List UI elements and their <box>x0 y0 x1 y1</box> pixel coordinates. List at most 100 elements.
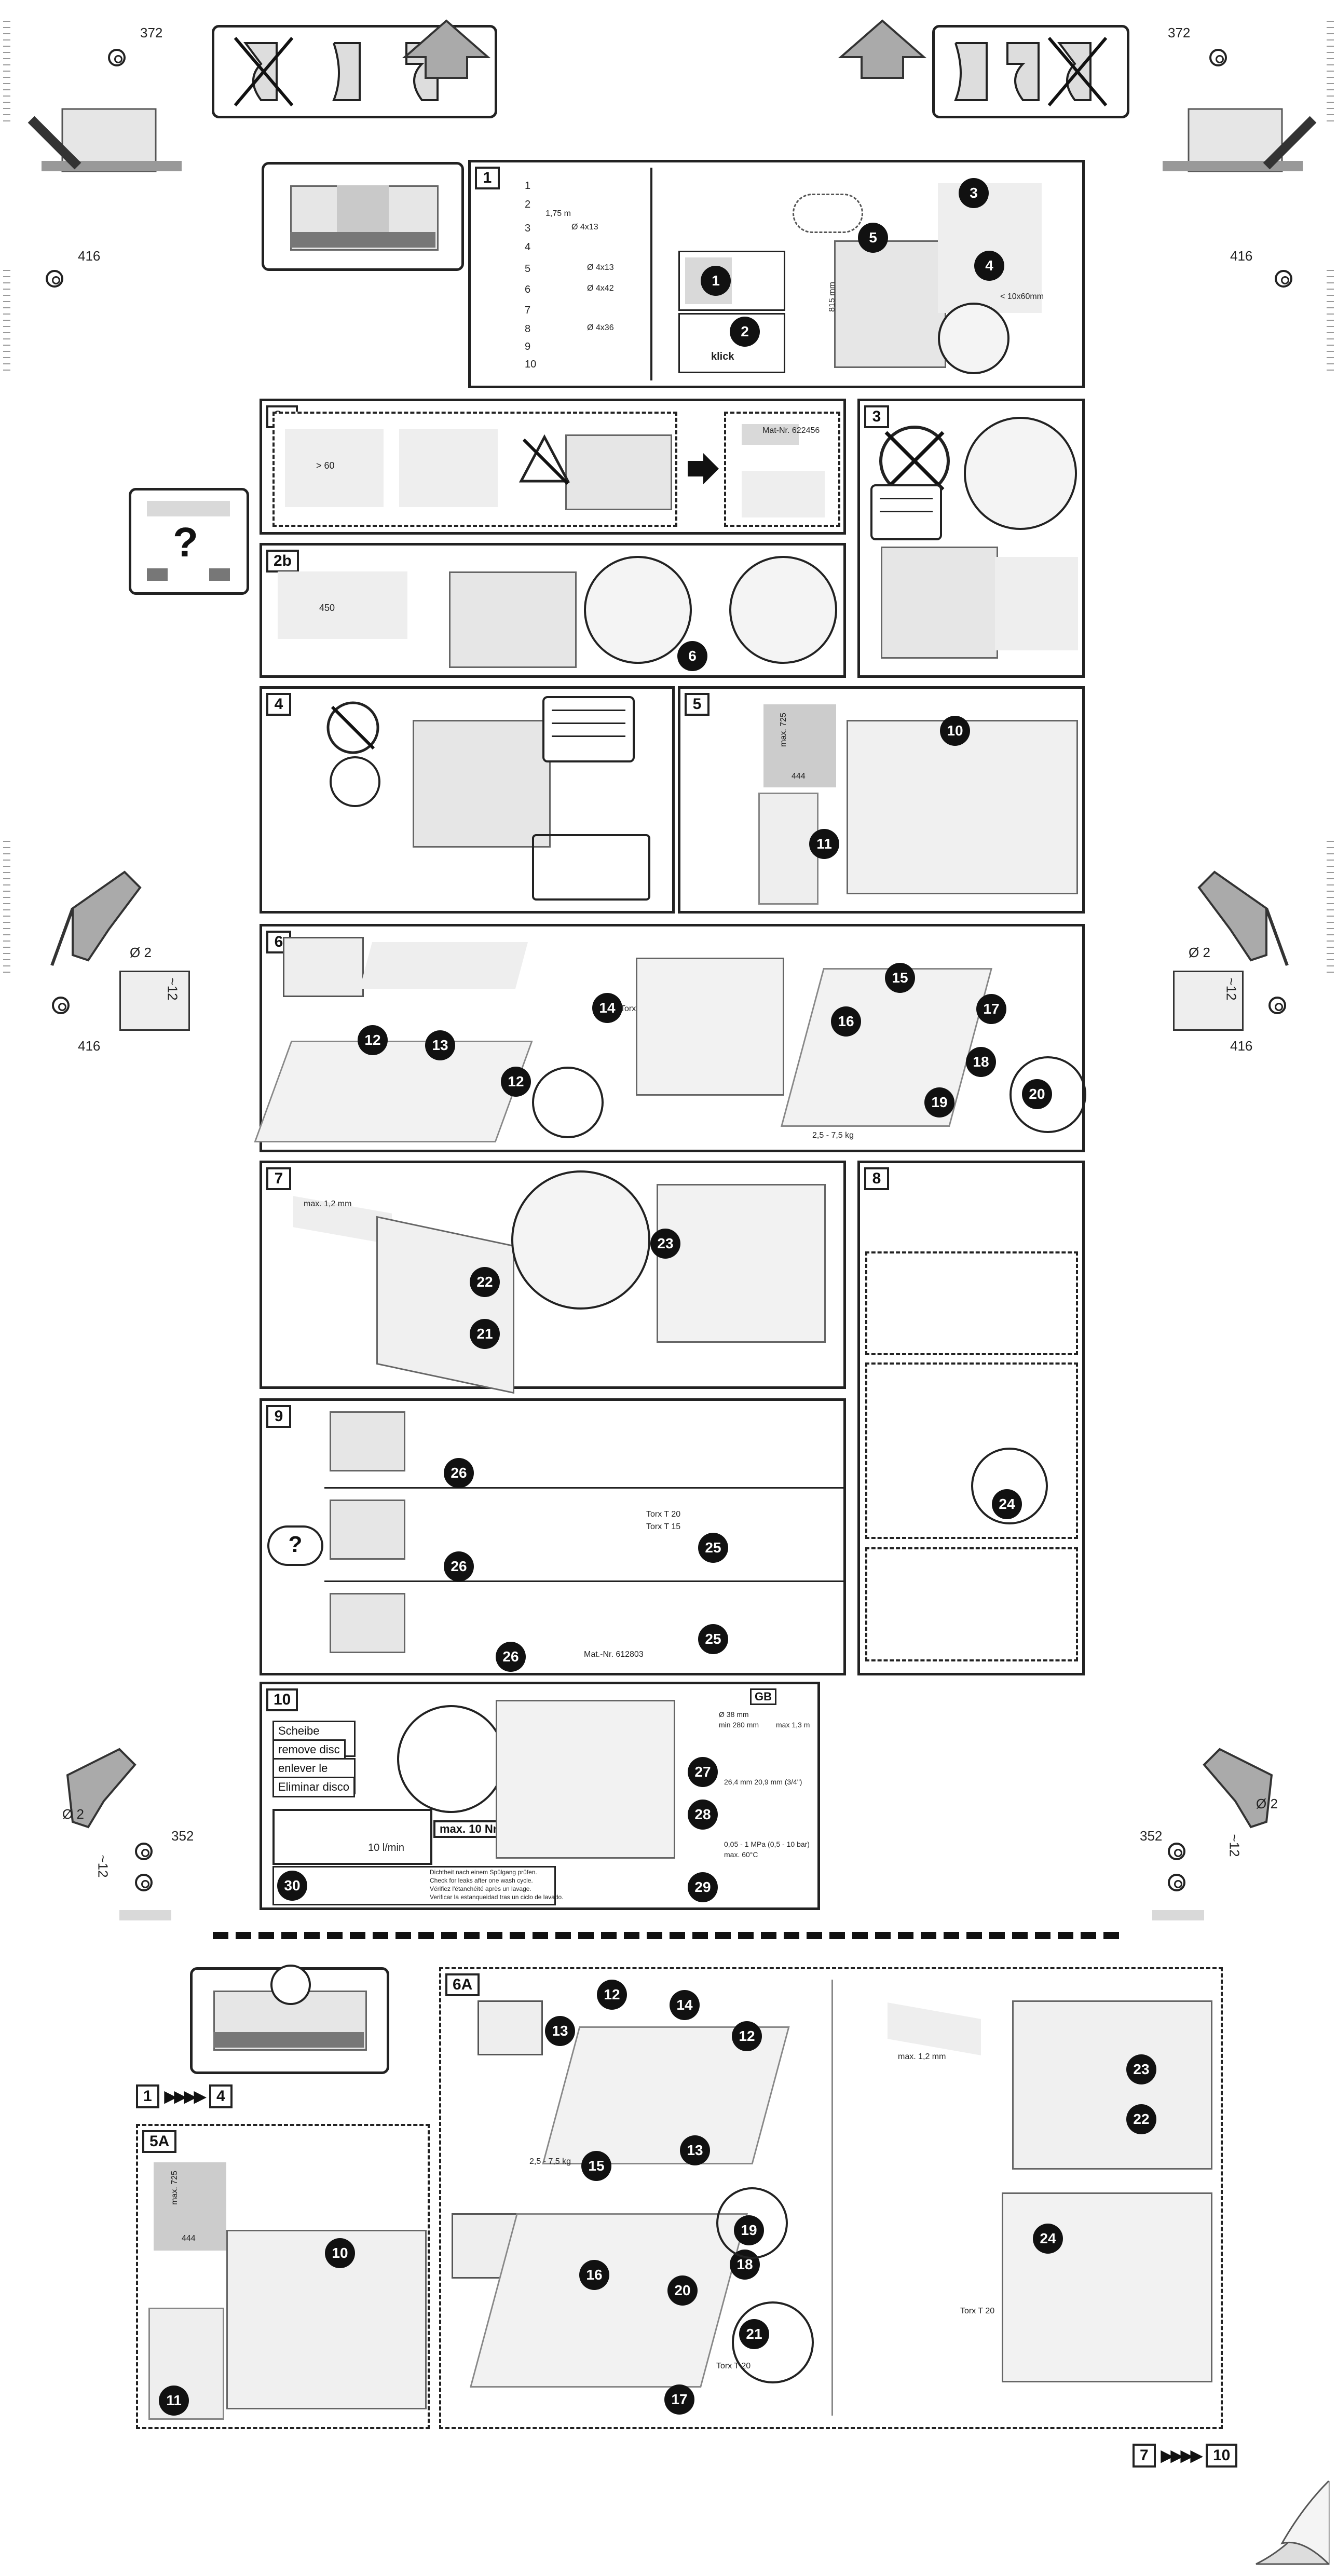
callout-11: 11 <box>809 829 839 859</box>
pencil-marking-cabinet-icon <box>28 108 182 172</box>
callout-21: 21 <box>470 1319 500 1349</box>
callout-18: 18 <box>966 1047 996 1077</box>
callout-30: 30 <box>277 1871 307 1901</box>
cabinet-overview-box <box>262 162 464 271</box>
callout-24: 24 <box>1033 2224 1063 2254</box>
step-1-panel: 1 1 2 1,75 m 3 Ø 4x13 4 5 Ø 4x13 6 Ø 4x4… <box>468 160 1085 388</box>
step-6-panel: 6 12 13 12 14 Torx T 20 15 16 17 18 19 2… <box>254 924 1086 1152</box>
detail-circle <box>330 756 380 807</box>
detail-circle <box>971 1448 1048 1524</box>
callout-13: 13 <box>425 1030 455 1060</box>
drill-dia-bottom-left: Ø 2 <box>62 1806 84 1822</box>
callout-16: 16 <box>831 1006 861 1037</box>
step-2b-panel: 2b 450 6 <box>260 543 846 678</box>
step-6a-panel: 6A 12 13 14 12 15 13 2,5 - 7,5 kg 16 17 … <box>439 1967 1223 2429</box>
check-leaks-en: Check for leaks after one wash cycle. <box>430 1877 533 1884</box>
hose-length: 1,75 m <box>545 209 571 218</box>
divider <box>831 1980 833 2416</box>
callout-6: 6 <box>677 641 707 671</box>
seq-to: 10 <box>1205 2444 1238 2468</box>
weight-label: 2,5 - 7,5 kg <box>529 2157 571 2166</box>
detail-circle: 19 <box>716 2187 788 2259</box>
dim-372-right: 372 <box>1168 25 1191 40</box>
height-dim: 815 mm <box>827 282 837 312</box>
right-ruler <box>1327 841 1334 976</box>
callout-13b: 13 <box>680 2135 710 2165</box>
dim-450: 450 <box>319 603 335 613</box>
sequence-1-to-4: 1 ▶▶▶▶ 4 <box>136 2084 233 2108</box>
step-4-panel: 4 <box>260 686 675 914</box>
callout-14: 14 <box>670 1990 700 2020</box>
seq-arrows-icon: ▶▶▶▶ <box>164 2088 206 2105</box>
torx-a: Torx T 20 <box>646 1510 681 1519</box>
drill-depth-diagram <box>119 971 190 1031</box>
detail-circle <box>729 556 837 664</box>
countertop-profiles-icon <box>954 37 1108 106</box>
hole-marker-icon <box>1209 49 1227 66</box>
screw-c: Ø 4x42 <box>587 284 614 293</box>
question-mark: ? <box>173 519 198 565</box>
check-leaks-fr: Vérifiez l'étanchéité après un lavage. <box>430 1885 531 1892</box>
bracket-icon <box>1152 1827 1204 1920</box>
step-number: 3 <box>864 405 889 428</box>
step-number: 6A <box>445 1973 480 1996</box>
screw-d: Ø 4x36 <box>587 323 614 332</box>
step-number: 2b <box>266 550 299 573</box>
max-dim: max. 725 <box>779 713 788 747</box>
callout-17: 17 <box>664 2384 694 2415</box>
drill-icon <box>1197 870 1289 966</box>
step-number: 8 <box>864 1167 889 1190</box>
callout-23: 23 <box>1126 2054 1156 2084</box>
dim-416-top-right: 416 <box>1230 248 1253 264</box>
remove-disc-es: Eliminar disco <box>272 1777 355 1797</box>
drill-dia-right: Ø 2 <box>1189 945 1210 960</box>
divider <box>324 1580 843 1582</box>
detail-circle: 21 <box>732 2301 814 2383</box>
cabinet-wall <box>938 183 1042 313</box>
drill-depth-bottom-left: ~12 <box>95 1855 111 1878</box>
drill-dia-left: Ø 2 <box>130 945 152 960</box>
detail-circle <box>532 1067 604 1138</box>
left-ruler <box>3 841 10 976</box>
right-ruler <box>1327 21 1334 125</box>
step-8-panel: 8 24 <box>857 1161 1085 1675</box>
temp: max. 60°C <box>724 1850 758 1859</box>
right-ruler <box>1327 270 1334 374</box>
step-8-detail-2: 24 <box>865 1362 1078 1539</box>
drill-depth-diagram <box>1173 971 1244 1031</box>
step-number: 9 <box>266 1405 291 1428</box>
niche-variants: > 60 <box>272 412 677 527</box>
prohibited-icon <box>326 701 379 754</box>
divider <box>650 168 652 380</box>
screw-b: Ø 4x13 <box>587 263 614 272</box>
seq-from: 1 <box>136 2084 159 2108</box>
part-7: 7 <box>525 305 531 316</box>
detail-circle <box>964 417 1077 530</box>
callout-20: 20 <box>667 2275 698 2306</box>
drill-icon <box>50 870 142 966</box>
dim-372-left: 372 <box>140 25 163 40</box>
torx-label: Torx T 20 <box>716 2362 751 2370</box>
callout-12b: 12 <box>501 1067 531 1097</box>
callout-25: 25 <box>698 1533 728 1563</box>
drill-icon <box>66 1748 137 1829</box>
check-leaks-de: Dichtheit nach einem Spülgang prüfen. <box>430 1869 537 1876</box>
page-curl-icon <box>1256 2480 1330 2565</box>
callout-28: 28 <box>688 1800 718 1830</box>
callout-20: 20 <box>1022 1079 1052 1109</box>
callout-21: 21 <box>739 2319 769 2349</box>
callout-29: 29 <box>688 1872 718 1902</box>
torx-label-b: Torx T 20 <box>960 2307 995 2315</box>
callout-15: 15 <box>581 2151 611 2181</box>
width-dim: 444 <box>182 2234 196 2243</box>
check-leaks-es: Verificar la estanqueidad tras un ciclo … <box>430 1893 564 1901</box>
pressure: 0,05 - 1 MPa (0,5 - 10 bar) <box>724 1840 810 1848</box>
hole-marker-icon <box>108 49 126 66</box>
callout-12b: 12 <box>732 2021 762 2051</box>
step-9-panel: 9 ? 26 26 26 Torx T 20 Torx T 15 25 25 M… <box>260 1398 846 1675</box>
step-8-detail-3 <box>865 1547 1078 1661</box>
dia38: Ø 38 mm <box>719 1710 749 1719</box>
mat-nr: Mat.-Nr. 612803 <box>584 1650 644 1659</box>
step-7-panel: 7 max. 1,2 mm 22 21 23 <box>260 1161 846 1394</box>
drill-depth-left: ~12 <box>165 977 181 1001</box>
